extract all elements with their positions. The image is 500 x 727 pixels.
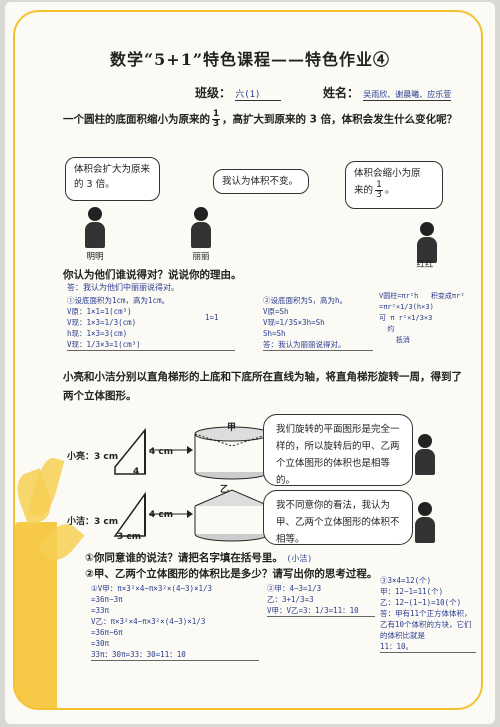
solution-1-check: 1=1 bbox=[205, 313, 219, 322]
liang-top-dim: 4 bbox=[133, 467, 140, 477]
lili-figure-icon bbox=[191, 207, 211, 248]
question-2-2: ②甲、乙两个立体图形的体积比是多少？请写出你的思考过程。 bbox=[85, 568, 378, 580]
bubble-lili: 我认为体积不变。 bbox=[213, 169, 309, 194]
liang-trapezoid bbox=[114, 427, 146, 475]
question-1: 你认为他们谁说得对？说说你的理由。 bbox=[63, 269, 242, 281]
speech-jie: 我不同意你的看法，我认为甲、乙两个立体图形的体积不相等。 bbox=[263, 490, 413, 545]
liang-cone-hollow bbox=[194, 433, 270, 447]
honghong-figure-icon bbox=[417, 222, 437, 263]
bubble-mingming: 体积会扩大为原来的 3 倍。 bbox=[65, 157, 160, 201]
honghong-name: 红红 bbox=[416, 260, 434, 270]
jie-row-label: 小洁：3 cm bbox=[67, 517, 119, 527]
problem-2: 小亮和小洁分别以直角梯形的上底和下底所在直线为轴，将直角梯形旋转一周，得到了两个… bbox=[63, 371, 462, 402]
jie-cone-top bbox=[194, 489, 270, 507]
work-method-1: ①V甲：π×3²×4−π×3²×(4−3)×1/3 =36π−3π =33π V… bbox=[91, 583, 259, 661]
work-method-3: ③3×4=12(个) 甲：12−1=11(个) 乙：12−(1−1)=10(个)… bbox=[380, 575, 476, 653]
solution-1: ①设底面积为1cm，高为1cm。 V原：1×1=1(cm³) V现：1×3=1/… bbox=[67, 295, 235, 351]
speech-liang: 我们旋转的平面图形是完全一样的，所以旋转后的甲、乙两个立体图形的体积也是相等的。 bbox=[263, 414, 413, 486]
solid-yi-label: 乙 bbox=[220, 485, 230, 495]
liang-row-label: 小亮：3 cm bbox=[67, 452, 119, 462]
solution-2: ②设底面积为S，高为h。 V原=Sh V现=1/3S×3h=Sh Sh=Sh 答… bbox=[263, 295, 373, 351]
problem-1-text-end: ，高扩大到原来的 3 倍，体积会发生什么变化呢？ bbox=[222, 113, 458, 126]
page-title: 数学“5+1”特色课程——特色作业④ bbox=[109, 50, 391, 69]
liang-figure-icon bbox=[415, 434, 435, 475]
class-field: 班级： 六(1) bbox=[195, 84, 282, 101]
liang-arrowhead bbox=[187, 446, 193, 454]
name-value: 吴雨欣、谢晨曦、应乐萱 bbox=[363, 90, 452, 101]
problem-1-text: 一个圆柱的底面积缩小为原来的 bbox=[63, 113, 210, 126]
solution-3: V圆柱=πr²h 积变成πr² =πr²×1/3(h×3) 可 π r²×1/3… bbox=[379, 292, 465, 344]
jie-figure-icon bbox=[415, 502, 435, 543]
name-label: 姓名： bbox=[323, 86, 360, 100]
work-method-2: ②甲：4−3=1/3 乙：3+1/3=3 V甲：V乙=3：1/3=11：10 bbox=[267, 583, 375, 617]
name-field: 姓名： 吴雨欣、谢晨曦、应乐萱 bbox=[323, 84, 452, 101]
jie-figures bbox=[113, 489, 270, 542]
liang-solid-bottom bbox=[194, 471, 270, 480]
jie-trapezoid bbox=[113, 491, 146, 537]
jie-solid-bottom bbox=[194, 533, 270, 542]
liang-height: 4 cm bbox=[149, 447, 174, 457]
question-2-1: ①你同意谁的说法？请把名字填在括号里。 (小洁) bbox=[85, 552, 313, 564]
mingming-name: 明明 bbox=[86, 252, 104, 262]
jie-height: 4 cm bbox=[149, 510, 174, 520]
jie-bottom-dim: 3 cm bbox=[117, 532, 142, 542]
yellow-frame bbox=[13, 10, 483, 710]
jie-arrowhead bbox=[187, 510, 193, 518]
answer-1: 答：我认为他们中丽丽说得对。 bbox=[67, 283, 179, 292]
solid-jia-label: 甲 bbox=[227, 423, 237, 433]
worksheet: 数学“5+1”特色课程——特色作业④ 班级： 六(1) 姓名： 吴雨欣、谢晨曦、… bbox=[5, 2, 495, 724]
mingming-figure-icon bbox=[85, 207, 105, 248]
class-value: 六(1) bbox=[235, 87, 282, 101]
lili-name: 丽丽 bbox=[192, 252, 210, 262]
answer-2-1: (小洁) bbox=[286, 554, 313, 563]
class-label: 班级： bbox=[195, 86, 232, 100]
